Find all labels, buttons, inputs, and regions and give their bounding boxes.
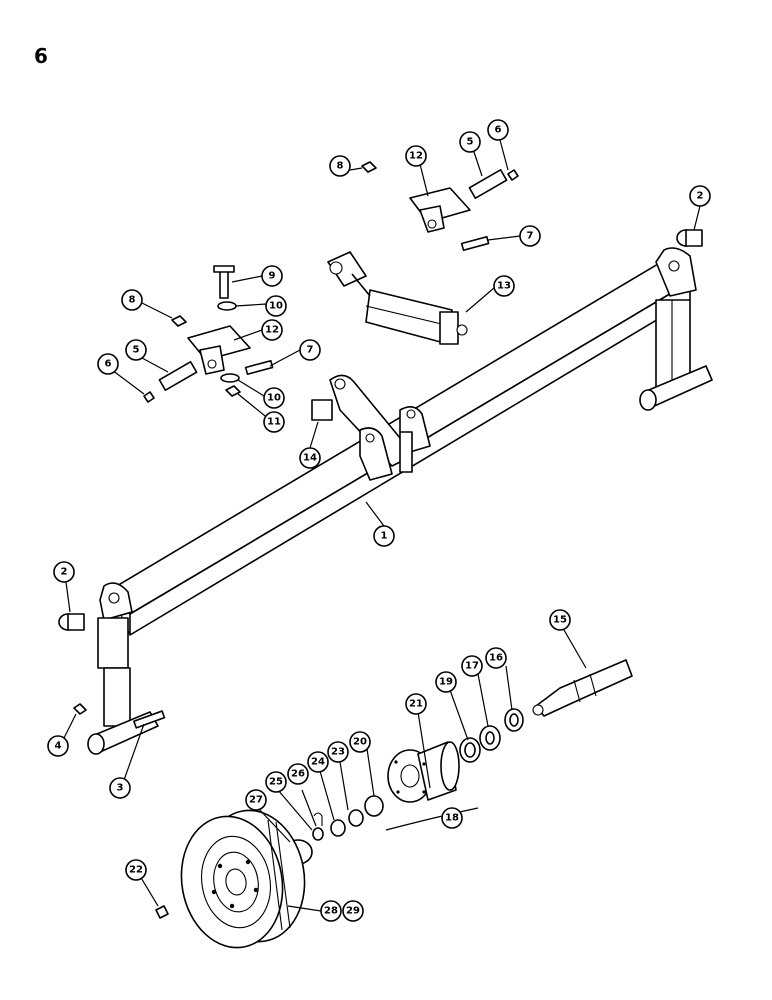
callout-label: 28: [324, 906, 338, 917]
callout-label: 13: [497, 281, 511, 292]
callout-8-lower: 8: [121, 289, 143, 311]
callout-label: 2: [697, 191, 704, 202]
spindle: [532, 659, 633, 717]
callout-label: 20: [353, 737, 367, 748]
callout-9: 9: [261, 265, 283, 287]
callout-8-upper: 8: [329, 155, 351, 177]
callout-label: 5: [133, 345, 140, 356]
callout-27: 27: [245, 789, 267, 811]
callout-label: 19: [439, 677, 453, 688]
page-number: 6: [34, 44, 48, 68]
callout-20: 20: [349, 731, 371, 753]
callout-10-lower: 10: [263, 387, 285, 409]
callout-19: 19: [435, 671, 457, 693]
callout-label: 15: [553, 615, 567, 626]
callout-label: 7: [527, 231, 534, 242]
callout-23: 23: [327, 741, 349, 763]
callout-label: 5: [467, 137, 474, 148]
callout-12-lower: 12: [261, 319, 283, 341]
callout-7-upper: 7: [519, 225, 541, 247]
callout-10-upper: 10: [265, 295, 287, 317]
callout-2-right: 2: [689, 185, 711, 207]
callout-label: 27: [249, 795, 263, 806]
callout-13: 13: [493, 275, 515, 297]
callout-17: 17: [461, 655, 483, 677]
callout-label: 4: [55, 741, 62, 752]
callout-label: 14: [303, 453, 317, 464]
callout-label: 8: [129, 295, 136, 306]
callout-16: 16: [485, 647, 507, 669]
callout-label: 26: [291, 769, 305, 780]
hydraulic-cylinder: [327, 251, 468, 345]
mounting-plate-lower: [187, 325, 251, 375]
callout-5-upper: 5: [459, 131, 481, 153]
callout-label: 25: [269, 777, 283, 788]
callout-28: 28: [320, 900, 342, 922]
callout-1: 1: [373, 525, 395, 547]
callout-label: 16: [489, 653, 503, 664]
callout-label: 22: [129, 865, 143, 876]
callout-26: 26: [287, 763, 309, 785]
callout-3: 3: [109, 777, 131, 799]
callout-7-lower: 7: [299, 339, 321, 361]
callout-11: 11: [263, 411, 285, 433]
right-leg: [639, 247, 713, 411]
callout-label: 23: [331, 747, 345, 758]
wheel-hub: [385, 741, 479, 831]
callout-label: 12: [409, 151, 423, 162]
callout-label: 9: [269, 271, 276, 282]
callout-22: 22: [125, 859, 147, 881]
wheel-rim: [180, 809, 306, 949]
callout-label: 6: [105, 359, 112, 370]
left-leg: [87, 582, 159, 755]
small-hardware: [58, 161, 703, 919]
callout-label: 7: [307, 345, 314, 356]
callout-2-left: 2: [53, 561, 75, 583]
callout-label: 10: [267, 393, 281, 404]
callout-12-upper: 12: [405, 145, 427, 167]
callout-4: 4: [47, 735, 69, 757]
callout-25: 25: [265, 771, 287, 793]
callout-15: 15: [549, 609, 571, 631]
bearings-and-seals: [312, 708, 524, 841]
callout-label: 8: [337, 161, 344, 172]
callout-6-lower: 6: [97, 353, 119, 375]
callout-24: 24: [307, 751, 329, 773]
callout-label: 18: [445, 813, 459, 824]
callout-label: 1: [381, 531, 388, 542]
callout-label: 17: [465, 661, 479, 672]
callout-label: 29: [346, 906, 360, 917]
callout-label: 12: [265, 325, 279, 336]
callout-29: 29: [342, 900, 364, 922]
callout-5-lower: 5: [125, 339, 147, 361]
callout-6-upper: 6: [487, 119, 509, 141]
callout-18: 18: [441, 807, 463, 829]
callout-label: 24: [311, 757, 325, 768]
leader-lines: [63, 139, 701, 912]
callout-label: 10: [269, 301, 283, 312]
callout-label: 6: [495, 125, 502, 136]
callout-label: 21: [409, 699, 423, 710]
callout-label: 3: [117, 783, 124, 794]
callout-21: 21: [405, 693, 427, 715]
callout-14: 14: [299, 447, 321, 469]
center-hitch-brackets: [329, 374, 431, 481]
callout-label: 11: [267, 417, 281, 428]
mounting-plate-upper: [409, 187, 471, 233]
callout-label: 2: [61, 567, 68, 578]
